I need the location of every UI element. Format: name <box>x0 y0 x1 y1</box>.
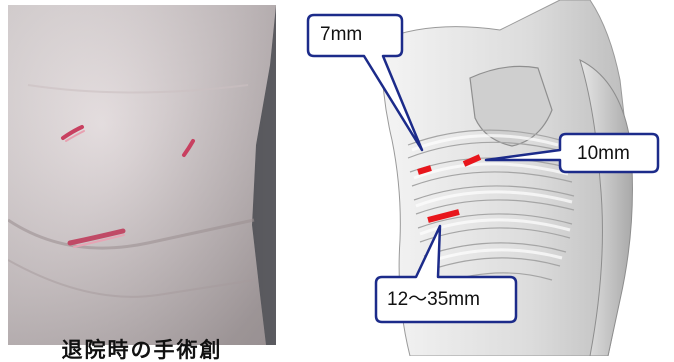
wound-photo <box>8 5 276 345</box>
thorax-illustration <box>290 0 674 356</box>
label-7mm: 7mm <box>320 24 362 46</box>
label-12-35mm: 12～35mm <box>387 289 480 311</box>
incision-mark-7mm <box>418 168 431 172</box>
photo-caption: 退院時の手術創 <box>8 339 276 361</box>
label-10mm: 10mm <box>577 143 630 165</box>
